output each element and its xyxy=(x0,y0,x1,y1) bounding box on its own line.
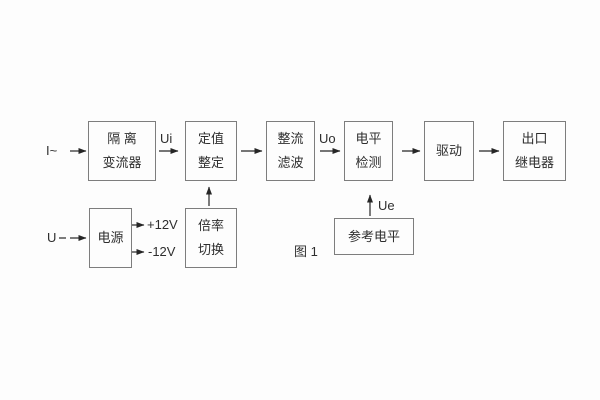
block-label: 滤波 xyxy=(277,155,304,170)
block-label: 参考电平 xyxy=(347,228,400,244)
block-label: 驱动 xyxy=(435,143,462,158)
signal-label-plus-12v: +12V xyxy=(147,217,178,232)
block-level-detect: 电平 检测 xyxy=(344,121,393,181)
block-drive: 驱动 xyxy=(424,121,474,181)
block-reference-level: 参考电平 xyxy=(334,218,414,255)
block-rectify-filter: 整流 滤波 xyxy=(266,121,315,181)
signal-label-minus-12v: -12V xyxy=(148,244,176,259)
block-label: 切换 xyxy=(197,242,224,257)
signal-label-input-current: I~ xyxy=(46,143,58,158)
block-label: 电平 xyxy=(355,131,382,146)
block-output-relay: 出口 继电器 xyxy=(503,121,566,181)
figure-caption: 图 1 xyxy=(294,244,318,259)
block-label: 定值 xyxy=(197,131,224,146)
signal-label-input-voltage: U xyxy=(47,230,57,245)
block-label: 倍率 xyxy=(197,218,224,233)
block-label: 整流 xyxy=(277,131,304,146)
block-power-supply: 电源 xyxy=(89,208,132,268)
signal-label-uo: Uo xyxy=(319,131,336,146)
block-label: 出口 xyxy=(521,131,548,146)
block-label: 继电器 xyxy=(514,155,554,170)
block-label: 检测 xyxy=(355,155,382,170)
block-ratio-switch: 倍率 切换 xyxy=(185,208,237,268)
block-label: 变流器 xyxy=(102,155,142,170)
signal-label-ue: Ue xyxy=(378,198,395,213)
block-setting-adjust: 定值 整定 xyxy=(185,121,237,181)
signal-label-ui: Ui xyxy=(160,131,173,146)
block-isolation-transformer: 隔 离 变流器 xyxy=(88,121,156,181)
block-label: 整定 xyxy=(197,155,224,170)
block-label: 隔 离 xyxy=(107,131,137,146)
block-label: 电源 xyxy=(97,230,124,245)
